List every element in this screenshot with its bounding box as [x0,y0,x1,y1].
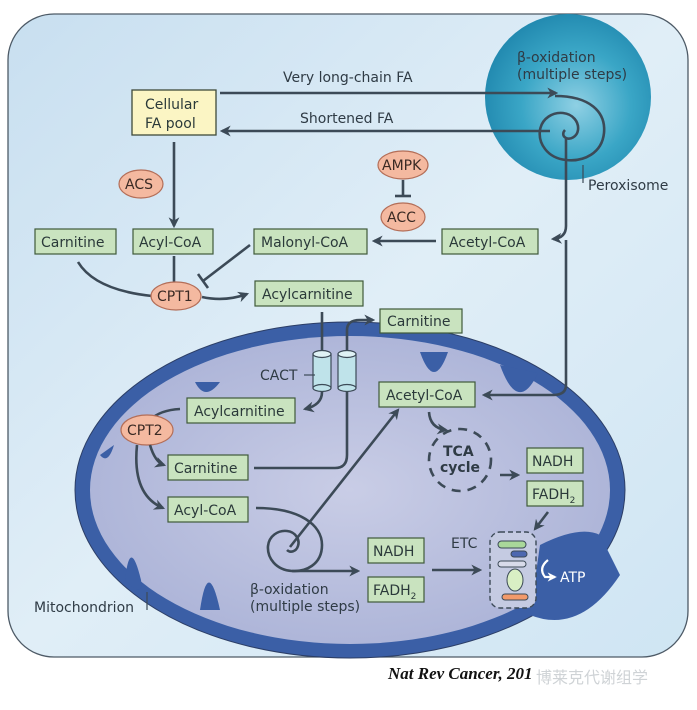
figure-citation: Nat Rev Cancer, 201 [388,664,533,683]
crista [100,445,114,459]
mito-process-line1: β-oxidation [250,582,329,598]
cpt1-enzyme [150,281,202,311]
spiral-to-acetylcoa-arrow [288,408,400,548]
electron-transport-chain [489,531,537,609]
cpt2-enzyme [120,414,174,446]
matrix-acyl-coa-box [167,496,249,523]
cpt2-to-acylcoa-arrow [135,444,166,510]
cpt2-to-carnitine-arrow [148,444,167,468]
peroxisome-to-acetylcoa-line [550,138,568,244]
malonylcoa-inhibits-cpt1 [202,243,251,283]
cellular-fa-pool-box [131,89,217,136]
tca-cycle [427,411,493,493]
matrix-acyl-coa-label: Acyl-CoA [174,503,237,519]
crista [420,352,448,372]
mito-process-line2: (multiple steps) [250,599,360,615]
peroxisome-spiral [538,94,606,162]
crista [200,582,220,610]
acc-label: ACC [387,210,416,226]
tca-line2: cycle [440,460,480,476]
atp-label: ATP [560,570,585,586]
watermark: 博莱克代谢组学 [536,668,649,687]
matrix-carnitine-box [167,454,249,481]
shortened-fa-label: Shortened FA [300,111,394,127]
acylcarnitine-box [254,280,364,307]
malonyl-coa-label: Malonyl-CoA [261,235,349,251]
carnitine-label: Carnitine [41,235,105,251]
acetyl-coa-label: Acetyl-CoA [449,235,526,251]
acylcarnitine-label: Acylcarnitine [262,287,353,303]
beta-fadh2-box [367,576,425,603]
tca-fadh2-label: FADH2 [532,487,575,506]
cpt1-to-acylcarnitine-arrow [201,291,250,303]
etc-label: ETC [451,536,478,552]
peroxisome-process-line1: β-oxidation [517,50,596,66]
carnitine-out-box [379,308,463,334]
atp-synthesis-arrow [541,559,557,582]
matrix-acylcarnitine-box [186,397,296,424]
acyl-coa-box [132,228,214,255]
tca-line1: TCA [443,444,474,460]
peroxisome-process-line2: (multiple steps) [517,67,627,83]
tca-nadh-label: NADH [532,454,573,470]
carnitine-to-cpt1-line [76,261,153,298]
carnitine-out-label: Carnitine [387,314,451,330]
very-long-chain-fa-label: Very long-chain FA [283,70,413,86]
beta-fadh2-label: FADH2 [373,583,416,602]
beta-nadh-label: NADH [373,544,414,560]
cellular-fa-pool-line2: FA pool [145,116,196,132]
cact-to-acylcarnitine-arrow [302,391,324,413]
cellular-fa-pool-line1: Cellular [145,97,199,113]
ampk-label: AMPK [382,158,422,174]
mitochondrion-label: Mitochondrion [34,600,134,616]
acc-enzyme [380,202,426,232]
acs-enzyme [118,169,164,199]
crista [125,557,142,590]
tca-nadh-box [526,447,584,474]
crista [500,365,538,393]
cact-label: CACT [260,368,298,384]
cpt2-label: CPT2 [127,423,163,439]
matrix-acetyl-coa-label: Acetyl-CoA [386,388,463,404]
peroxisome-to-matrix-acetylcoa-arrow [481,240,568,401]
tca-fadh2-box [526,480,584,507]
mito-beta-oxidation-spiral [255,506,324,573]
acs-label: ACS [125,177,153,193]
matrix-acetyl-coa-box [378,381,476,408]
acetyl-coa-box [441,228,539,255]
fadh2-to-etc-arrow [533,511,550,531]
cact-transporter [312,349,357,393]
matrix-carnitine-label: Carnitine [174,461,238,477]
matrix-acylcarnitine-label: Acylcarnitine [194,404,285,420]
ampk-enzyme [377,150,429,180]
malonyl-coa-box [253,228,368,255]
carnitine-to-cact-line [254,392,349,470]
crista [195,382,220,392]
cpt1-label: CPT1 [157,289,193,305]
carnitine-box [34,228,117,255]
inhibition-bar [196,273,210,289]
acyl-coa-label: Acyl-CoA [139,235,202,251]
carnitine-export-arrow [345,314,376,355]
beta-nadh-box [367,537,425,564]
peroxisome-label: Peroxisome [588,178,668,194]
crista-etc-region [530,531,620,620]
